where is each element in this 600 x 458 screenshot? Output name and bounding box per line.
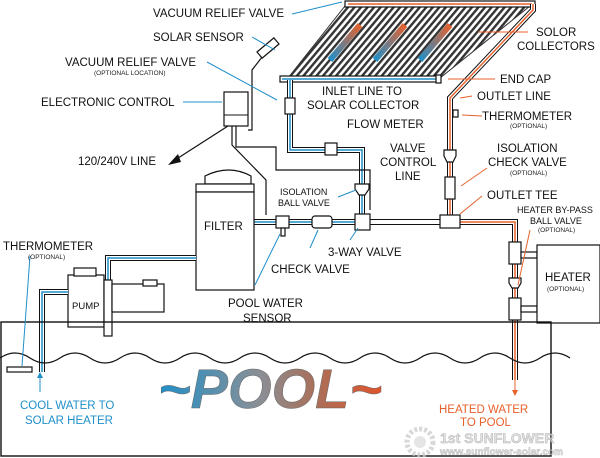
label-solar-sensor: SOLAR SENSOR [153,32,244,44]
flow-arrows [327,23,453,62]
pointer-lines [21,1,531,367]
label-cool-water-1: COOL WATER TO [20,400,114,412]
label-heater: HEATER [545,272,591,284]
label-vacuum-relief-valve: VACUUM RELIEF VALVE [153,8,284,20]
pool-title: ~POOL~ [158,357,382,420]
check-valve [311,215,333,229]
label-thermometer-top: THERMOMETER [482,111,572,123]
heater-bypass-ball-valve [508,277,522,289]
three-way-valve [354,213,371,231]
check-valve-outlet [444,176,456,200]
label-heater-bypass-optional: (OPTIONAL) [538,227,575,234]
label-inlet-line-1: INLET LINE TO [322,86,402,98]
thermometer-left [6,366,33,373]
electronic-control [168,37,371,215]
inlet-line [284,80,370,222]
label-isolation-check-1: ISOLATION [497,143,558,155]
label-solar-collectors-2: COLLECTORS [517,41,595,53]
solar-collector [279,0,536,84]
watermark-logo: 1st SUNFLOWER www.sunflower-solar.com [404,426,563,458]
label-check-valve: CHECK VALVE [271,264,350,276]
label-electronic-control: ELECTRONIC CONTROL [41,97,175,109]
label-thermometer-top-optional: (OPTIONAL) [510,123,547,130]
label-pool-sensor-2: SENSOR [243,313,292,325]
label-heated-water-1: HEATED WATER [439,404,528,416]
label-optional-location: (OPTIONAL LOCATION) [94,70,166,77]
watermark-url: www.sunflower-solar.com [439,447,563,458]
outlet-line [443,4,536,222]
label-pool-sensor-1: POOL WATER [228,298,303,310]
pump [39,255,196,372]
pool-water-sensor [275,215,290,229]
label-flow-meter: FLOW METER [347,119,424,131]
sunflower-icon [404,426,436,458]
label-heater-optional: (OPTIONAL) [547,286,584,293]
label-isolation-check-2: CHECK VALVE [488,157,567,169]
solar-sensor [256,37,280,59]
watermark-brand: 1st SUNFLOWER [440,430,554,446]
outlet-tee [439,214,461,229]
end-cap [435,74,442,84]
label-thermometer-left: THERMOMETER [3,241,93,253]
label-isolation-ball-2: BALL VALVE [278,198,330,208]
label-end-cap: END CAP [500,74,551,86]
label-inlet-line-2: SOLAR COLLECTOR [307,100,419,112]
label-line-voltage: 120/240V LINE [78,156,156,168]
label-isolation-ball-1: ISOLATION [280,187,327,197]
label-vacuum-relief-valve-optional: VACUUM RELIEF VALVE [65,57,196,69]
vacuum-relief-valve-optional [284,97,296,115]
heater [536,244,600,324]
labels: VACUUM RELIEF VALVE SOLAR SENSOR VACUUM … [3,8,595,429]
label-three-way-valve: 3-WAY VALVE [328,247,402,259]
isolation-valve [443,149,457,163]
label-pump: PUMP [72,301,99,312]
heater-bypass [508,240,600,396]
label-outlet-tee: OUTLET TEE [487,190,558,202]
label-isolation-check-optional: (OPTIONAL) [510,170,547,177]
filter [195,169,255,291]
label-outlet-line: OUTLET LINE [477,91,551,103]
main-pipe [253,213,518,240]
label-heater-bypass-1: HEATER BY-PASS [517,205,593,215]
label-heated-water-2: TO POOL [460,417,512,429]
flow-meter [324,142,338,156]
isolation-ball-valve [354,183,370,196]
thermometer-top [452,109,459,118]
label-thermometer-left-optional: (OPTIONAL) [28,254,65,261]
label-filter: FILTER [204,221,243,233]
label-valve-control-2: CONTROL [380,157,437,169]
label-valve-control-3: LINE [395,171,421,183]
pool: ~POOL~ [0,321,571,457]
label-heater-bypass-2: BALL VALVE [530,216,582,226]
label-solar-collectors-1: SOLOR [536,27,576,39]
label-valve-control-1: VALVE [390,143,426,155]
label-cool-water-2: SOLAR HEATER [25,415,113,427]
